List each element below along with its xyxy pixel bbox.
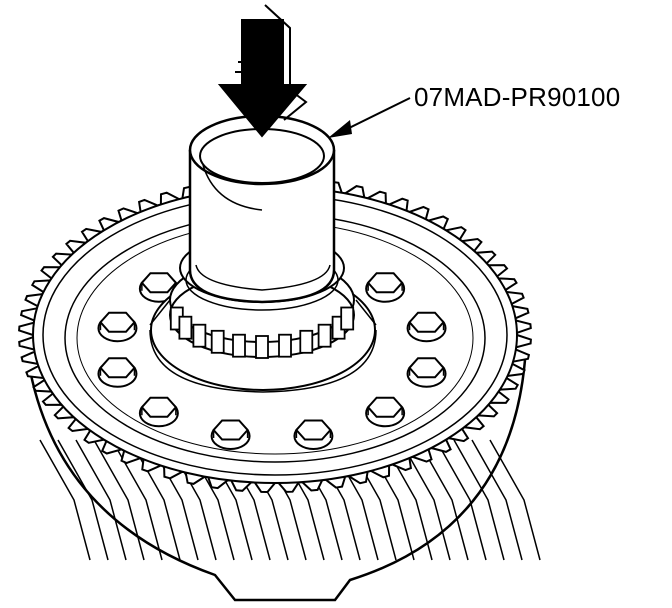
helical-tooth-line [57, 439, 109, 561]
bolt-icon [406, 357, 447, 388]
bolt-icon [210, 419, 251, 451]
helical-tooth-line [93, 439, 145, 561]
bolt-icon [293, 419, 334, 451]
bearing-roller [192, 323, 207, 348]
bearing-roller [317, 323, 332, 348]
callout-leader [328, 97, 411, 138]
bearing-roller [340, 306, 355, 331]
helical-tooth-line [75, 439, 127, 561]
bolt-icon [365, 272, 406, 303]
bearing-roller [278, 333, 292, 358]
helical-tooth-line [471, 439, 523, 561]
bolt-icon [406, 311, 447, 343]
helical-tooth-line [489, 439, 541, 561]
tool-part-number-label: 07MAD-PR90100 [414, 82, 621, 112]
installer-tool-icon [188, 114, 336, 304]
press-arrow-icon [217, 4, 308, 138]
bolt-icon [138, 396, 179, 428]
helical-tooth-line [435, 439, 487, 561]
bolt-icon [97, 311, 138, 343]
bolt-icon [365, 396, 406, 428]
bearing-rollers [169, 306, 355, 359]
bearing-roller [255, 335, 269, 359]
bearing-roller [299, 329, 314, 354]
bolt-icon [138, 272, 179, 303]
helical-tooth-line [453, 439, 505, 561]
bearing-roller [232, 333, 246, 358]
bolt-icon [97, 357, 138, 388]
helical-tooth-line [39, 439, 91, 561]
bearing-roller [210, 329, 225, 354]
bearing-roller [178, 315, 193, 340]
helical-tooth-line [399, 439, 451, 561]
helical-tooth-line [129, 439, 181, 561]
